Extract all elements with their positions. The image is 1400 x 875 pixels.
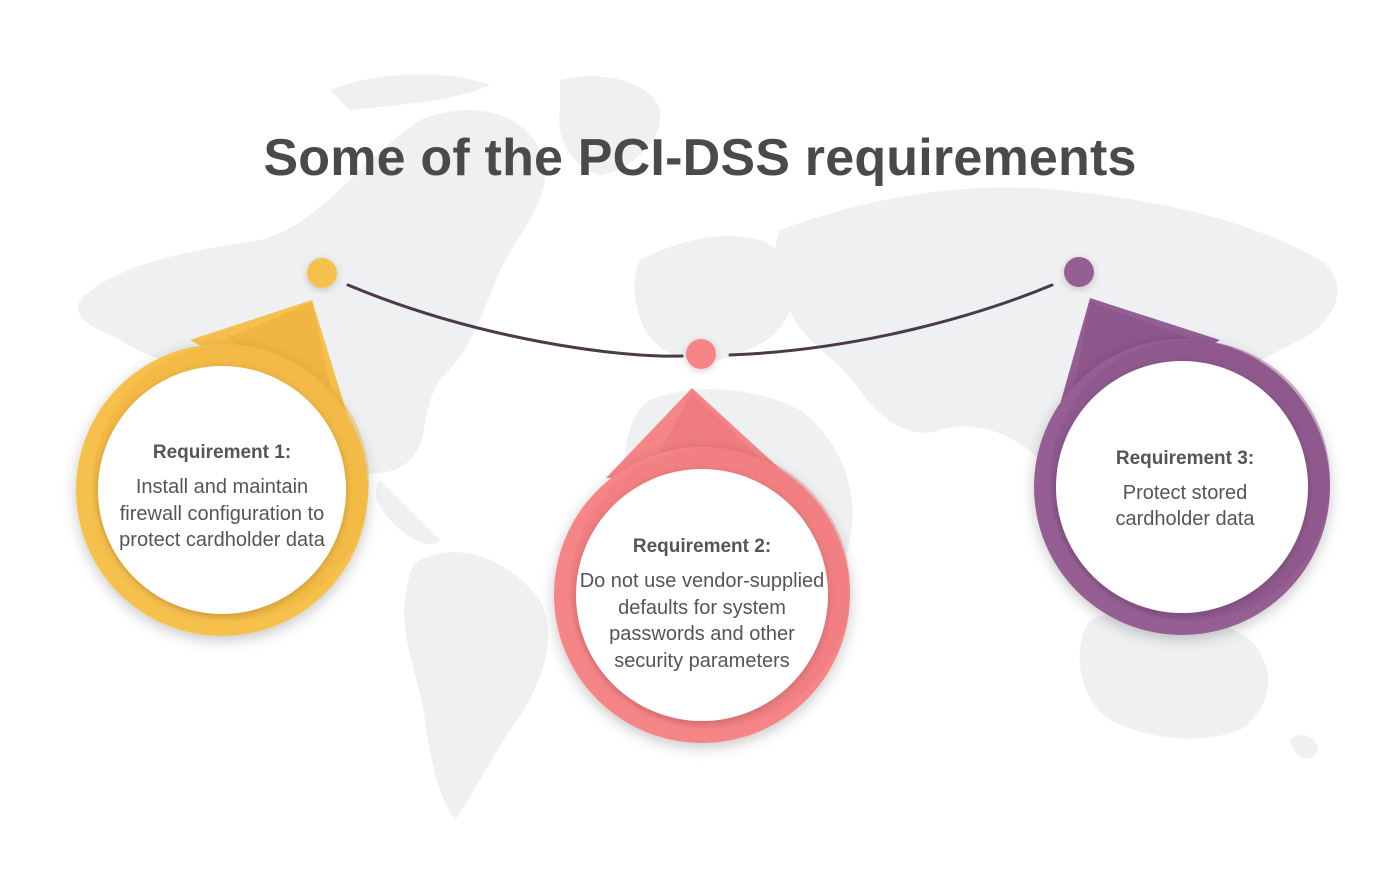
requirement-2-marker [554, 339, 850, 743]
requirement-3-content: Requirement 3: Protect stored cardholder… [1080, 440, 1290, 540]
requirement-2-heading: Requirement 2: [632, 536, 772, 557]
requirement-3-dot [1064, 257, 1094, 287]
requirement-3-disc [1056, 361, 1308, 613]
connector-line [728, 283, 1054, 357]
requirement-1-marker [76, 258, 369, 636]
requirement-1-content: Requirement 1: Install and maintain fire… [108, 418, 336, 578]
requirement-1-disc [98, 366, 346, 614]
requirement-1-heading: Requirement 1: [152, 442, 292, 464]
requirement-2-dot [686, 339, 716, 369]
requirement-3-body: Protect stored cardholder data [1115, 481, 1255, 531]
requirement-2-disc [576, 469, 828, 721]
requirement-2-content: Requirement 2: Do not use vendor-supplie… [577, 515, 827, 695]
requirement-3-marker [1034, 257, 1330, 635]
connector-line [346, 283, 684, 358]
page-title: Some of the PCI-DSS requirements [263, 129, 1137, 187]
requirement-1-dot [307, 258, 337, 288]
requirement-3-heading: Requirement 3: [1115, 447, 1255, 469]
requirement-2-body: Do not use vendor-supplied defaults for … [579, 570, 825, 672]
requirement-1-body: Install and maintain firewall configurat… [119, 476, 325, 552]
